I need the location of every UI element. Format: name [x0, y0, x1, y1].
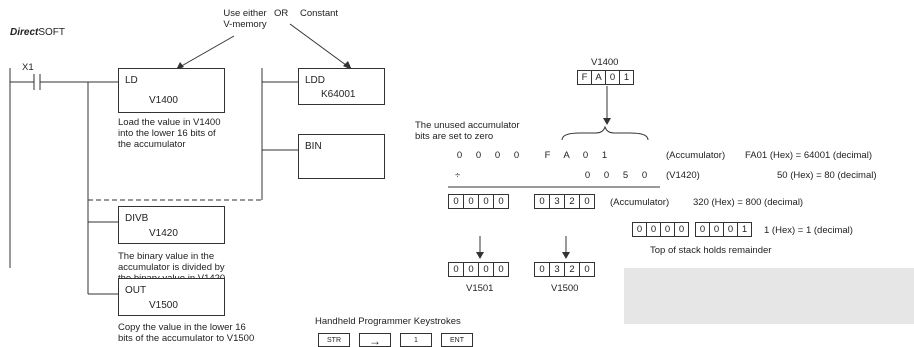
out-digit: 0	[493, 262, 509, 277]
divide-sign: ÷	[455, 170, 461, 181]
divisor-digit: 0	[584, 170, 591, 181]
result-digit: 0	[493, 194, 509, 209]
ld-opcode: LD	[125, 75, 138, 86]
or-label: OR	[274, 8, 289, 19]
v1500-label: V1500	[551, 283, 579, 294]
divb-opcode: DIVB	[125, 213, 149, 224]
out-note: Copy the value in the lower 16 bits of t…	[118, 322, 255, 344]
divb-operand: V1420	[149, 228, 178, 239]
acc-digit: 0	[513, 150, 520, 161]
remainder-digit: 0	[695, 222, 710, 237]
remainder-digit: 0	[646, 222, 661, 237]
out-digit: 0	[448, 262, 464, 277]
result-digit: 0	[448, 194, 464, 209]
divisor-tag: (V1420)	[666, 170, 700, 181]
divisor-digit: 0	[641, 170, 648, 181]
ld-instruction-box: LD V1400	[118, 68, 225, 113]
out-digit: 0	[579, 262, 595, 277]
out-digit: 0	[463, 262, 479, 277]
acc-digit: 0	[475, 150, 482, 161]
remainder-digit: 1	[737, 222, 752, 237]
v1400-cells: F A 0 1	[577, 70, 634, 85]
out-instruction-box: OUT V1500	[118, 278, 225, 316]
remainder-digit: 0	[709, 222, 724, 237]
ld-note: Load the value in V1400 into the lower 1…	[118, 117, 221, 150]
v1400-digit: F	[577, 70, 592, 85]
result-conversion: 320 (Hex) = 800 (decimal)	[693, 197, 804, 208]
result-low-cells: 0 3 2 0	[534, 194, 595, 209]
v1400-digit: 1	[619, 70, 634, 85]
result-digit: 0	[579, 194, 595, 209]
unused-bits-note: The unused accumulator bits are set to z…	[415, 120, 520, 142]
acc-digit: 0	[582, 150, 589, 161]
remainder-digit: 0	[674, 222, 689, 237]
out-digit: 3	[549, 262, 565, 277]
divisor-row: 0 0 5 0	[578, 170, 654, 181]
v1400-label: V1400	[591, 57, 619, 68]
ldd-opcode: LDD	[305, 75, 326, 86]
remainder-digit: 0	[723, 222, 738, 237]
ldd-operand: K64001	[321, 89, 356, 100]
divisor-digit: 0	[603, 170, 610, 181]
acc-conversion: FA01 (Hex) = 64001 (decimal)	[745, 150, 872, 161]
remainder-high-cells: 0 0 0 0	[632, 222, 689, 237]
result-digit: 2	[564, 194, 580, 209]
acc-tag: (Accumulator)	[666, 150, 726, 161]
v1400-digit: A	[591, 70, 606, 85]
result-digit: 0	[463, 194, 479, 209]
out-digit: 0	[478, 262, 494, 277]
out-digit: 0	[534, 262, 550, 277]
result-digit: 0	[534, 194, 550, 209]
ld-operand: V1400	[149, 95, 178, 106]
brand-logo: DirectSOFT	[10, 27, 66, 38]
constant-label: Constant	[300, 8, 339, 19]
remainder-conversion: 1 (Hex) = 1 (decimal)	[764, 225, 853, 236]
remainder-digit: 0	[660, 222, 675, 237]
remainder-digit: 0	[632, 222, 647, 237]
out-opcode: OUT	[125, 285, 147, 296]
result-high-cells: 0 0 0 0	[448, 194, 509, 209]
accumulator-row: 0 0 0 0 F A 0 1	[450, 150, 614, 161]
result-digit: 0	[478, 194, 494, 209]
acc-digit: 0	[494, 150, 501, 161]
result-tag: (Accumulator)	[610, 197, 670, 208]
acc-digit: 0	[456, 150, 463, 161]
use-either-label: Use either V-memory	[223, 8, 267, 30]
key-str: STR	[318, 333, 350, 347]
acc-digit: A	[563, 150, 570, 161]
bin-opcode: BIN	[305, 141, 322, 152]
out-operand: V1500	[149, 300, 178, 311]
out-digit: 2	[564, 262, 580, 277]
keystrokes-title: Handheld Programmer Keystrokes	[315, 316, 461, 327]
key-1: 1	[400, 333, 432, 347]
result-digit: 3	[549, 194, 565, 209]
key-ent: ENT	[441, 333, 473, 347]
key-arrow: →	[359, 333, 391, 347]
remainder-low-cells: 0 0 0 1	[695, 222, 752, 237]
acc-digit: 1	[601, 150, 608, 161]
bin-instruction-box: BIN	[298, 134, 385, 179]
contact-x1-label: X1	[22, 62, 34, 73]
v1400-digit: 0	[605, 70, 620, 85]
remainder-note: Top of stack holds remainder	[650, 245, 772, 256]
v1501-label: V1501	[466, 283, 494, 294]
divisor-conversion: 50 (Hex) = 80 (decimal)	[777, 170, 877, 181]
divisor-digit: 5	[622, 170, 629, 181]
acc-digit: F	[544, 150, 551, 161]
out-high-cells: 0 0 0 0	[448, 262, 509, 277]
divb-instruction-box: DIVB V1420	[118, 206, 225, 244]
out-low-cells: 0 3 2 0	[534, 262, 595, 277]
ldd-instruction-box: LDD K64001	[298, 68, 385, 105]
remainder-panel	[624, 268, 914, 324]
